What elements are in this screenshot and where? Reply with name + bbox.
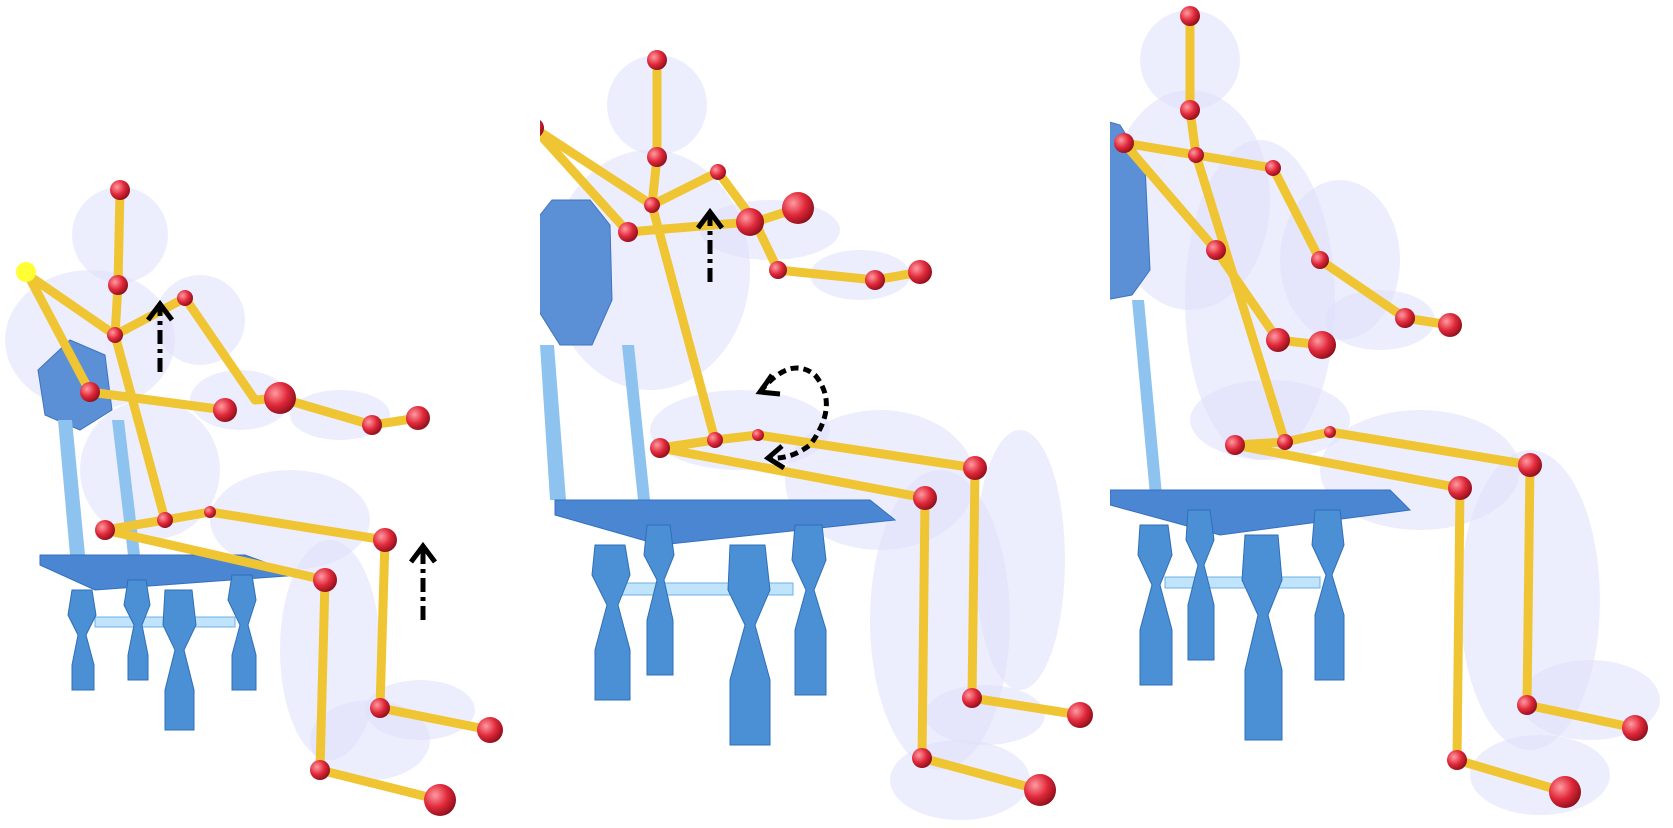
knee-up-arrow <box>411 546 435 620</box>
panel-1-scene <box>0 0 540 828</box>
end-effector-highlight <box>16 262 36 282</box>
influence-volumes <box>550 55 1065 820</box>
panel-3-scene <box>1110 0 1673 828</box>
panel-2 <box>540 0 1110 828</box>
panel-1 <box>0 0 540 828</box>
panel-3 <box>1110 0 1673 828</box>
panel-2-scene <box>540 0 1110 828</box>
